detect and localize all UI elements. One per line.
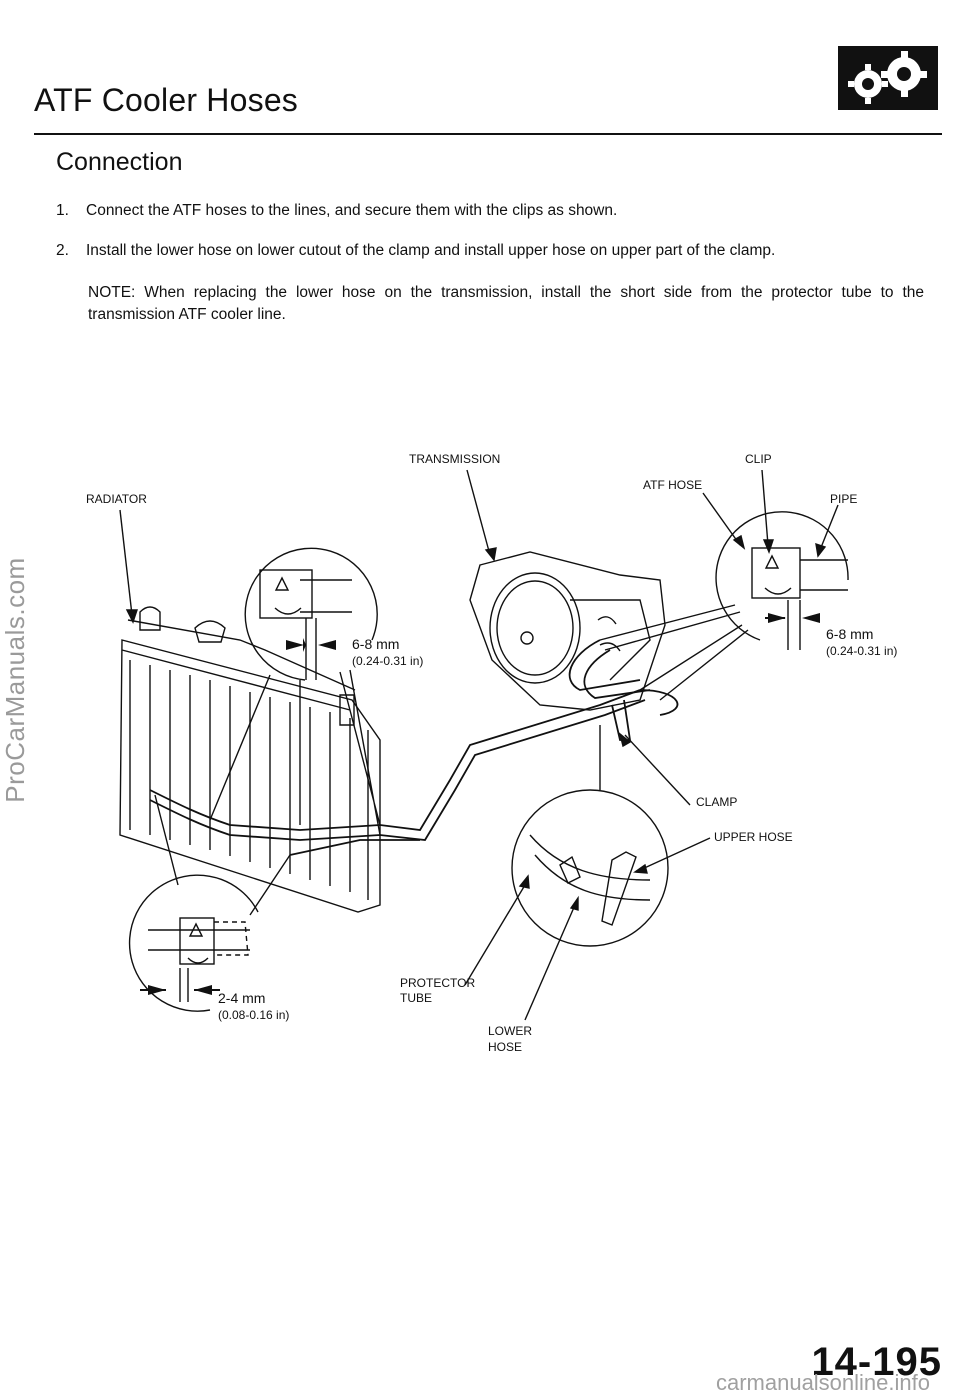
gear-icon — [838, 46, 938, 110]
label-clamp: CLAMP — [696, 795, 738, 809]
detail-circle-left-lower — [128, 794, 291, 1012]
step-2-text: Install the lower hose on lower cutout o… — [86, 242, 776, 259]
label-protector-tube-line1: PROTECTOR — [400, 976, 476, 990]
dim-left-upper-in: (0.24-0.31 in) — [352, 654, 424, 668]
transmission-drawing — [469, 551, 666, 711]
detail-circle-left-upper — [209, 547, 381, 836]
step-2-number: 2. — [56, 242, 69, 259]
label-transmission: TRANSMISSION — [409, 452, 501, 466]
label-lower-hose-line2: HOSE — [488, 1040, 523, 1054]
step-1-text: Connect the ATF hoses to the lines, and … — [86, 202, 618, 219]
detail-circle-clamp — [511, 725, 669, 947]
label-upper-hose: UPPER HOSE — [714, 830, 793, 844]
radiator-drawing — [119, 606, 381, 913]
footer-watermark: carmanualsonline.info — [715, 1370, 930, 1395]
step-2: 2. Install the lower hose on lower cutout… — [56, 242, 916, 261]
watermark: ProCarManuals.com — [0, 557, 30, 803]
label-lower-hose-line1: LOWER — [488, 1024, 533, 1038]
section-heading: Connection — [56, 148, 183, 176]
dim-left-upper-mm: 6-8 mm — [352, 636, 400, 652]
label-pipe: PIPE — [830, 492, 858, 506]
dim-left-lower-mm: 2-4 mm — [218, 990, 266, 1006]
page-title: ATF Cooler Hoses — [34, 82, 299, 118]
page-number: 14-195 — [811, 1340, 942, 1384]
step-1-number: 1. — [56, 202, 69, 219]
dim-right-upper-in: (0.24-0.31 in) — [826, 644, 898, 658]
label-clip: CLIP — [745, 452, 772, 466]
header-rule — [34, 133, 942, 135]
step-1: 1. Connect the ATF hoses to the lines, an… — [56, 202, 916, 221]
dim-left-lower-in: (0.08-0.16 in) — [218, 1008, 290, 1022]
note-text: NOTE: When replacing the lower hose on t… — [88, 284, 924, 323]
label-radiator: RADIATOR — [86, 492, 147, 506]
cooler-lines — [149, 639, 679, 856]
label-atf-hose: ATF HOSE — [643, 478, 703, 492]
detail-circle-right-upper — [599, 511, 849, 701]
dim-right-upper-mm: 6-8 mm — [826, 626, 874, 642]
label-protector-tube-line2: TUBE — [400, 991, 433, 1005]
